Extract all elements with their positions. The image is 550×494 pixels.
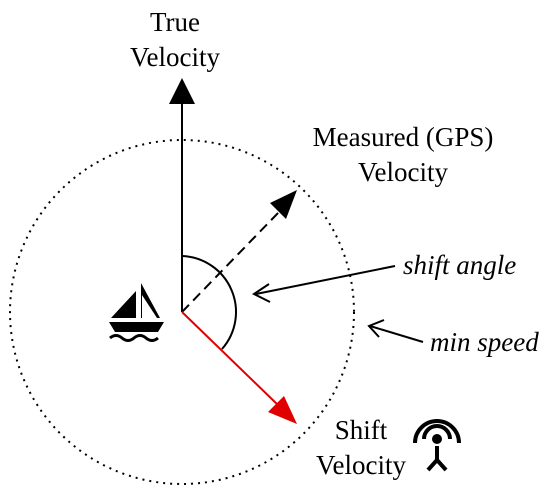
shift-velocity-arrowhead [268, 396, 297, 424]
min-speed-circle [9, 139, 355, 485]
measured-velocity-label-line1: Measured (GPS) [313, 122, 494, 152]
min-speed-pointer-head [367, 319, 385, 338]
shift-velocity-label-line2: Velocity [316, 450, 406, 480]
shift-velocity-arrow-shaft [181, 311, 279, 406]
min-speed-label: min speed [430, 327, 539, 357]
true-velocity-label-line2: Velocity [130, 42, 220, 72]
measured-velocity-arrowhead [270, 190, 297, 219]
shift-angle-pointer-head [252, 283, 271, 303]
shift-angle-label: shift angle [403, 250, 516, 280]
shift-angle-pointer-line [255, 265, 396, 295]
measured-velocity-label-line2: Velocity [358, 157, 448, 187]
shift-angle-arc [181, 255, 237, 350]
true-velocity-arrowhead [169, 78, 195, 104]
measured-velocity-arrow-shaft [181, 211, 280, 313]
gps-antenna-icon [413, 419, 461, 472]
min-speed-pointer-line [369, 325, 424, 343]
shift-velocity-label-line1: Shift [335, 415, 388, 445]
sailboat-icon [109, 283, 164, 342]
true-velocity-label-line1: True [150, 7, 200, 37]
